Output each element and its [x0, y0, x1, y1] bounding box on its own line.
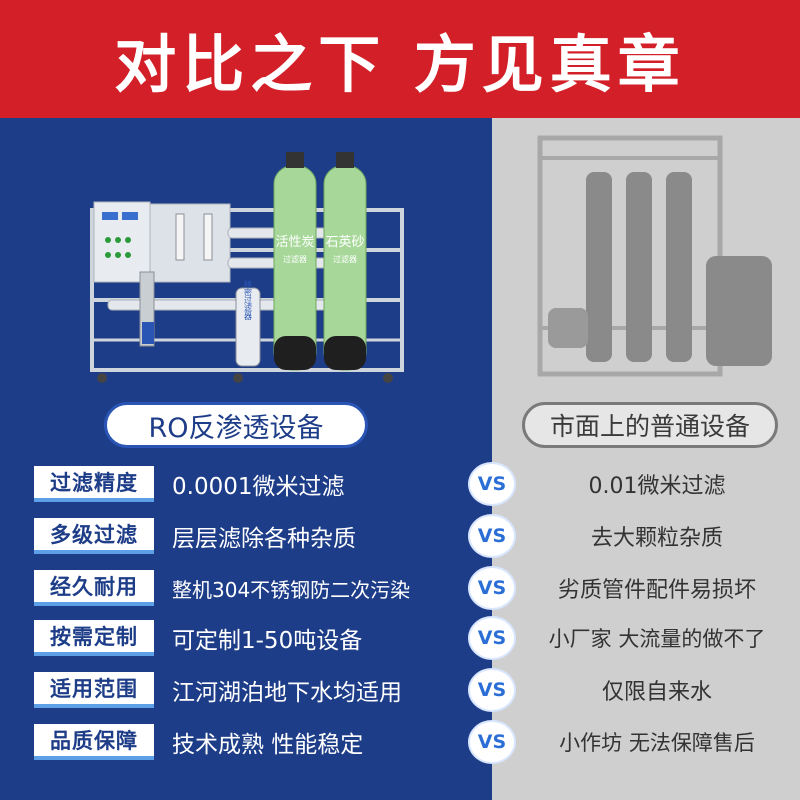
ro-equipment-badge: RO反渗透设备	[104, 402, 368, 448]
row-label: 经久耐用	[34, 570, 154, 606]
row-label: 按需定制	[34, 620, 154, 656]
row-label: 适用范围	[34, 672, 154, 708]
ro-feature-text: 层层滤除各种杂质	[172, 526, 356, 552]
tank1-label: 活性炭	[275, 235, 314, 250]
generic-feature-text: 小作坊 无法保障售后	[559, 731, 755, 755]
ro-feature-text: 0.0001微米过滤	[172, 474, 345, 500]
ro-feature-text: 技术成熟 性能稳定	[172, 732, 364, 758]
generic-feature-text: 仅限自来水	[601, 680, 712, 705]
comparison-row: 品质保障 技术成熟 性能稳定 VS 小作坊 无法保障售后	[0, 720, 800, 764]
generic-equipment-image	[537, 135, 772, 377]
filter-label: 精密过滤器	[244, 279, 253, 321]
vs-badge: VS	[470, 464, 514, 504]
row-label: 品质保障	[34, 724, 154, 760]
generic-equipment-badge: 市面上的普通设备	[522, 402, 778, 448]
comparison-row: 过滤精度 0.0001微米过滤 VS 0.01微米过滤	[0, 462, 800, 506]
ro-machine-image: 精密过滤器 活性炭 过滤器 石英砂 过滤器	[90, 152, 404, 383]
generic-feature-text: 去大颗粒杂质	[590, 526, 723, 551]
vs-badge: VS	[470, 568, 514, 608]
tank2-sublabel: 过滤器	[333, 254, 357, 264]
comparison-row: 经久耐用 整机304不锈钢防二次污染 VS 劣质管件配件易损坏	[0, 566, 800, 610]
comparison-row: 按需定制 可定制1-50吨设备 VS 小厂家 大流量的做不了	[0, 616, 800, 660]
generic-feature-text: 0.01微米过滤	[588, 474, 726, 499]
row-label: 过滤精度	[34, 466, 154, 502]
ro-feature-text: 可定制1-50吨设备	[172, 628, 363, 654]
comparison-row: 适用范围 江河湖泊地下水均适用 VS 仅限自来水	[0, 668, 800, 712]
generic-feature-text: 小厂家 大流量的做不了	[548, 627, 766, 651]
header-banner: 对比之下 方见真章	[0, 0, 800, 118]
vs-badge: VS	[470, 618, 514, 658]
generic-feature-text: 劣质管件配件易损坏	[557, 578, 756, 603]
row-label: 多级过滤	[34, 518, 154, 554]
vs-badge: VS	[470, 670, 514, 710]
ro-feature-text: 江河湖泊地下水均适用	[172, 680, 402, 706]
vs-badge: VS	[470, 722, 514, 762]
tank1-sublabel: 过滤器	[283, 254, 307, 264]
tank2-label: 石英砂	[325, 235, 364, 250]
page-title: 对比之下 方见真章	[114, 28, 686, 101]
comparison-row: 多级过滤 层层滤除各种杂质 VS 去大颗粒杂质	[0, 514, 800, 558]
ro-feature-text: 整机304不锈钢防二次污染	[172, 577, 411, 602]
vs-badge: VS	[470, 516, 514, 556]
